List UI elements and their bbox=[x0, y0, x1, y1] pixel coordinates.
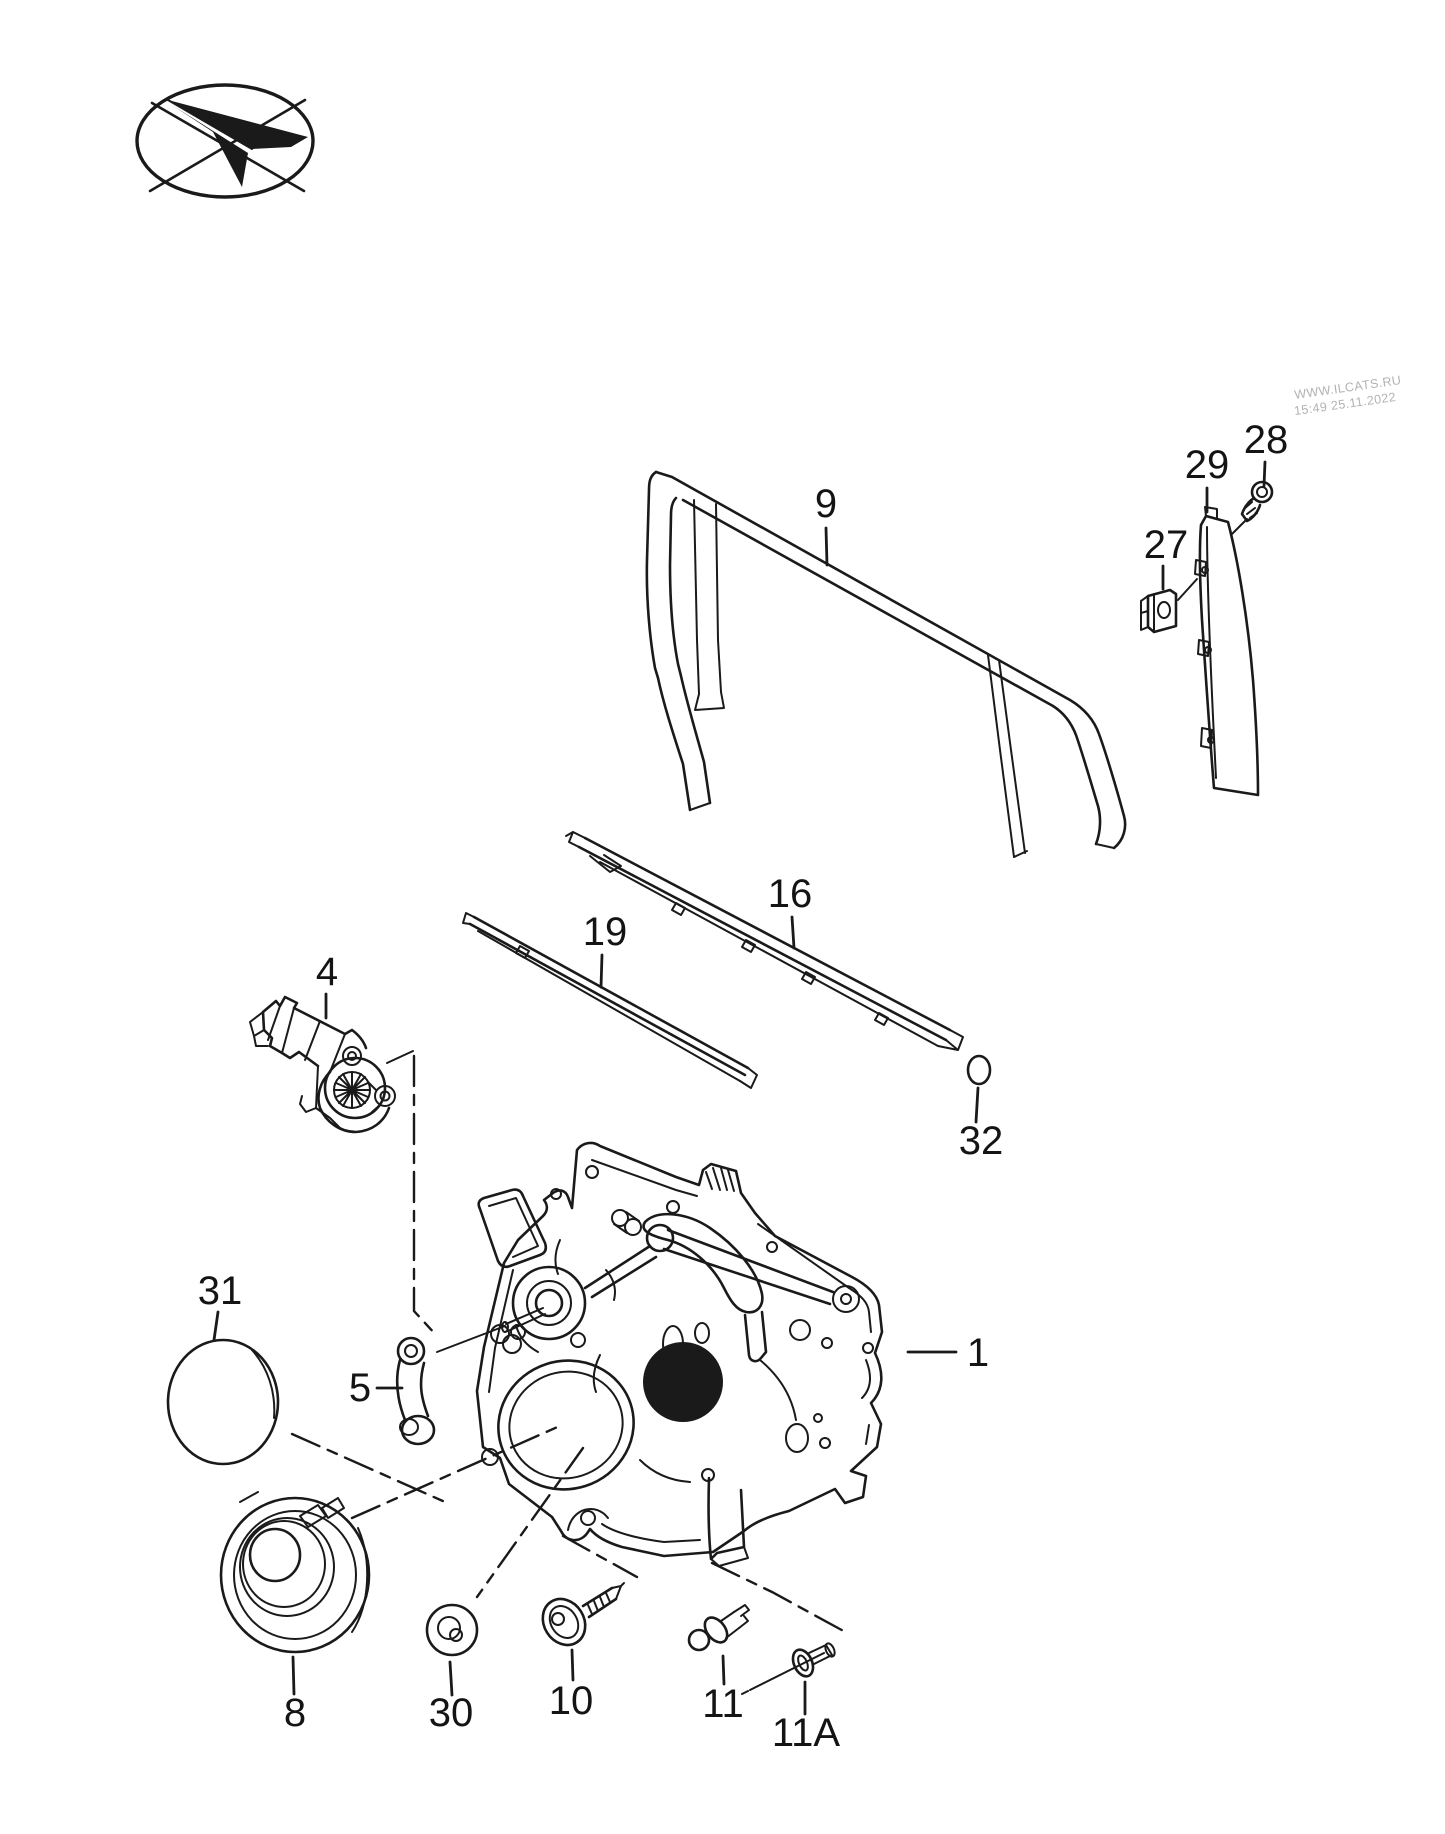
part-1-door-panel bbox=[436, 1141, 884, 1567]
part-label-1[interactable]: 1 bbox=[967, 1331, 989, 1375]
part-11-expanding-rivet bbox=[687, 1604, 750, 1652]
blanked-hole bbox=[643, 1342, 723, 1422]
part-11A-blind-rivet bbox=[741, 1642, 836, 1695]
part-9-window-guide-seal bbox=[645, 470, 1127, 858]
part-label-27[interactable]: 27 bbox=[1144, 523, 1189, 567]
part-27-clip-nut bbox=[1140, 578, 1198, 634]
part-label-11A[interactable]: 11A bbox=[772, 1711, 841, 1755]
leader-11 bbox=[721, 1654, 726, 1686]
watermark: WWW.ILCATS.RU 15:49 25.11.2022 bbox=[1293, 373, 1402, 418]
part-28-screw bbox=[1231, 480, 1274, 535]
part-29-pillar-trim-cover bbox=[1194, 506, 1260, 797]
leader-31 bbox=[212, 1310, 220, 1342]
part-19-inner-slot-seal bbox=[462, 912, 758, 1089]
part-label-29[interactable]: 29 bbox=[1185, 443, 1230, 487]
part-label-31[interactable]: 31 bbox=[198, 1269, 243, 1313]
part-label-10[interactable]: 10 bbox=[549, 1679, 594, 1723]
part-label-8[interactable]: 8 bbox=[284, 1691, 306, 1735]
leader-9 bbox=[824, 526, 829, 567]
part-label-5[interactable]: 5 bbox=[349, 1366, 371, 1410]
leader-30 bbox=[448, 1660, 454, 1697]
part-32-grommet bbox=[966, 1054, 992, 1086]
part-label-16[interactable]: 16 bbox=[768, 872, 813, 916]
leader-19 bbox=[599, 953, 604, 989]
part-4-window-lifter-motor bbox=[249, 995, 396, 1134]
leader-32 bbox=[974, 1086, 980, 1124]
part-16-outer-slot-seal bbox=[565, 831, 964, 1051]
motor-leader-dash bbox=[412, 1054, 439, 1338]
assembly-leader-lines bbox=[290, 1423, 851, 1636]
part-label-19[interactable]: 19 bbox=[583, 910, 628, 954]
leader-28 bbox=[1262, 460, 1267, 488]
part-label-11[interactable]: 11 bbox=[702, 1682, 744, 1726]
part-label-9[interactable]: 9 bbox=[815, 482, 837, 526]
part-30-grommet bbox=[425, 1603, 479, 1657]
part-8-loudspeaker bbox=[219, 1491, 371, 1654]
part-labels: 9 16 19 4 32 31 5 1 8 30 10 11 11A 27 28… bbox=[198, 418, 1289, 1755]
leader-10 bbox=[570, 1648, 575, 1682]
part-label-32[interactable]: 32 bbox=[959, 1119, 1004, 1163]
motor-leader-solid bbox=[386, 1050, 414, 1064]
part-10-screw bbox=[541, 1582, 625, 1647]
part-label-28[interactable]: 28 bbox=[1244, 418, 1289, 462]
part-label-4[interactable]: 4 bbox=[316, 950, 338, 994]
part-5-crank-handle bbox=[395, 1336, 436, 1446]
leader-16 bbox=[790, 915, 796, 950]
part-31-cover-cap bbox=[166, 1338, 280, 1466]
part-label-30[interactable]: 30 bbox=[429, 1691, 474, 1735]
crossed-paper-plane-logo-icon bbox=[135, 83, 315, 199]
leader-8 bbox=[291, 1655, 296, 1696]
